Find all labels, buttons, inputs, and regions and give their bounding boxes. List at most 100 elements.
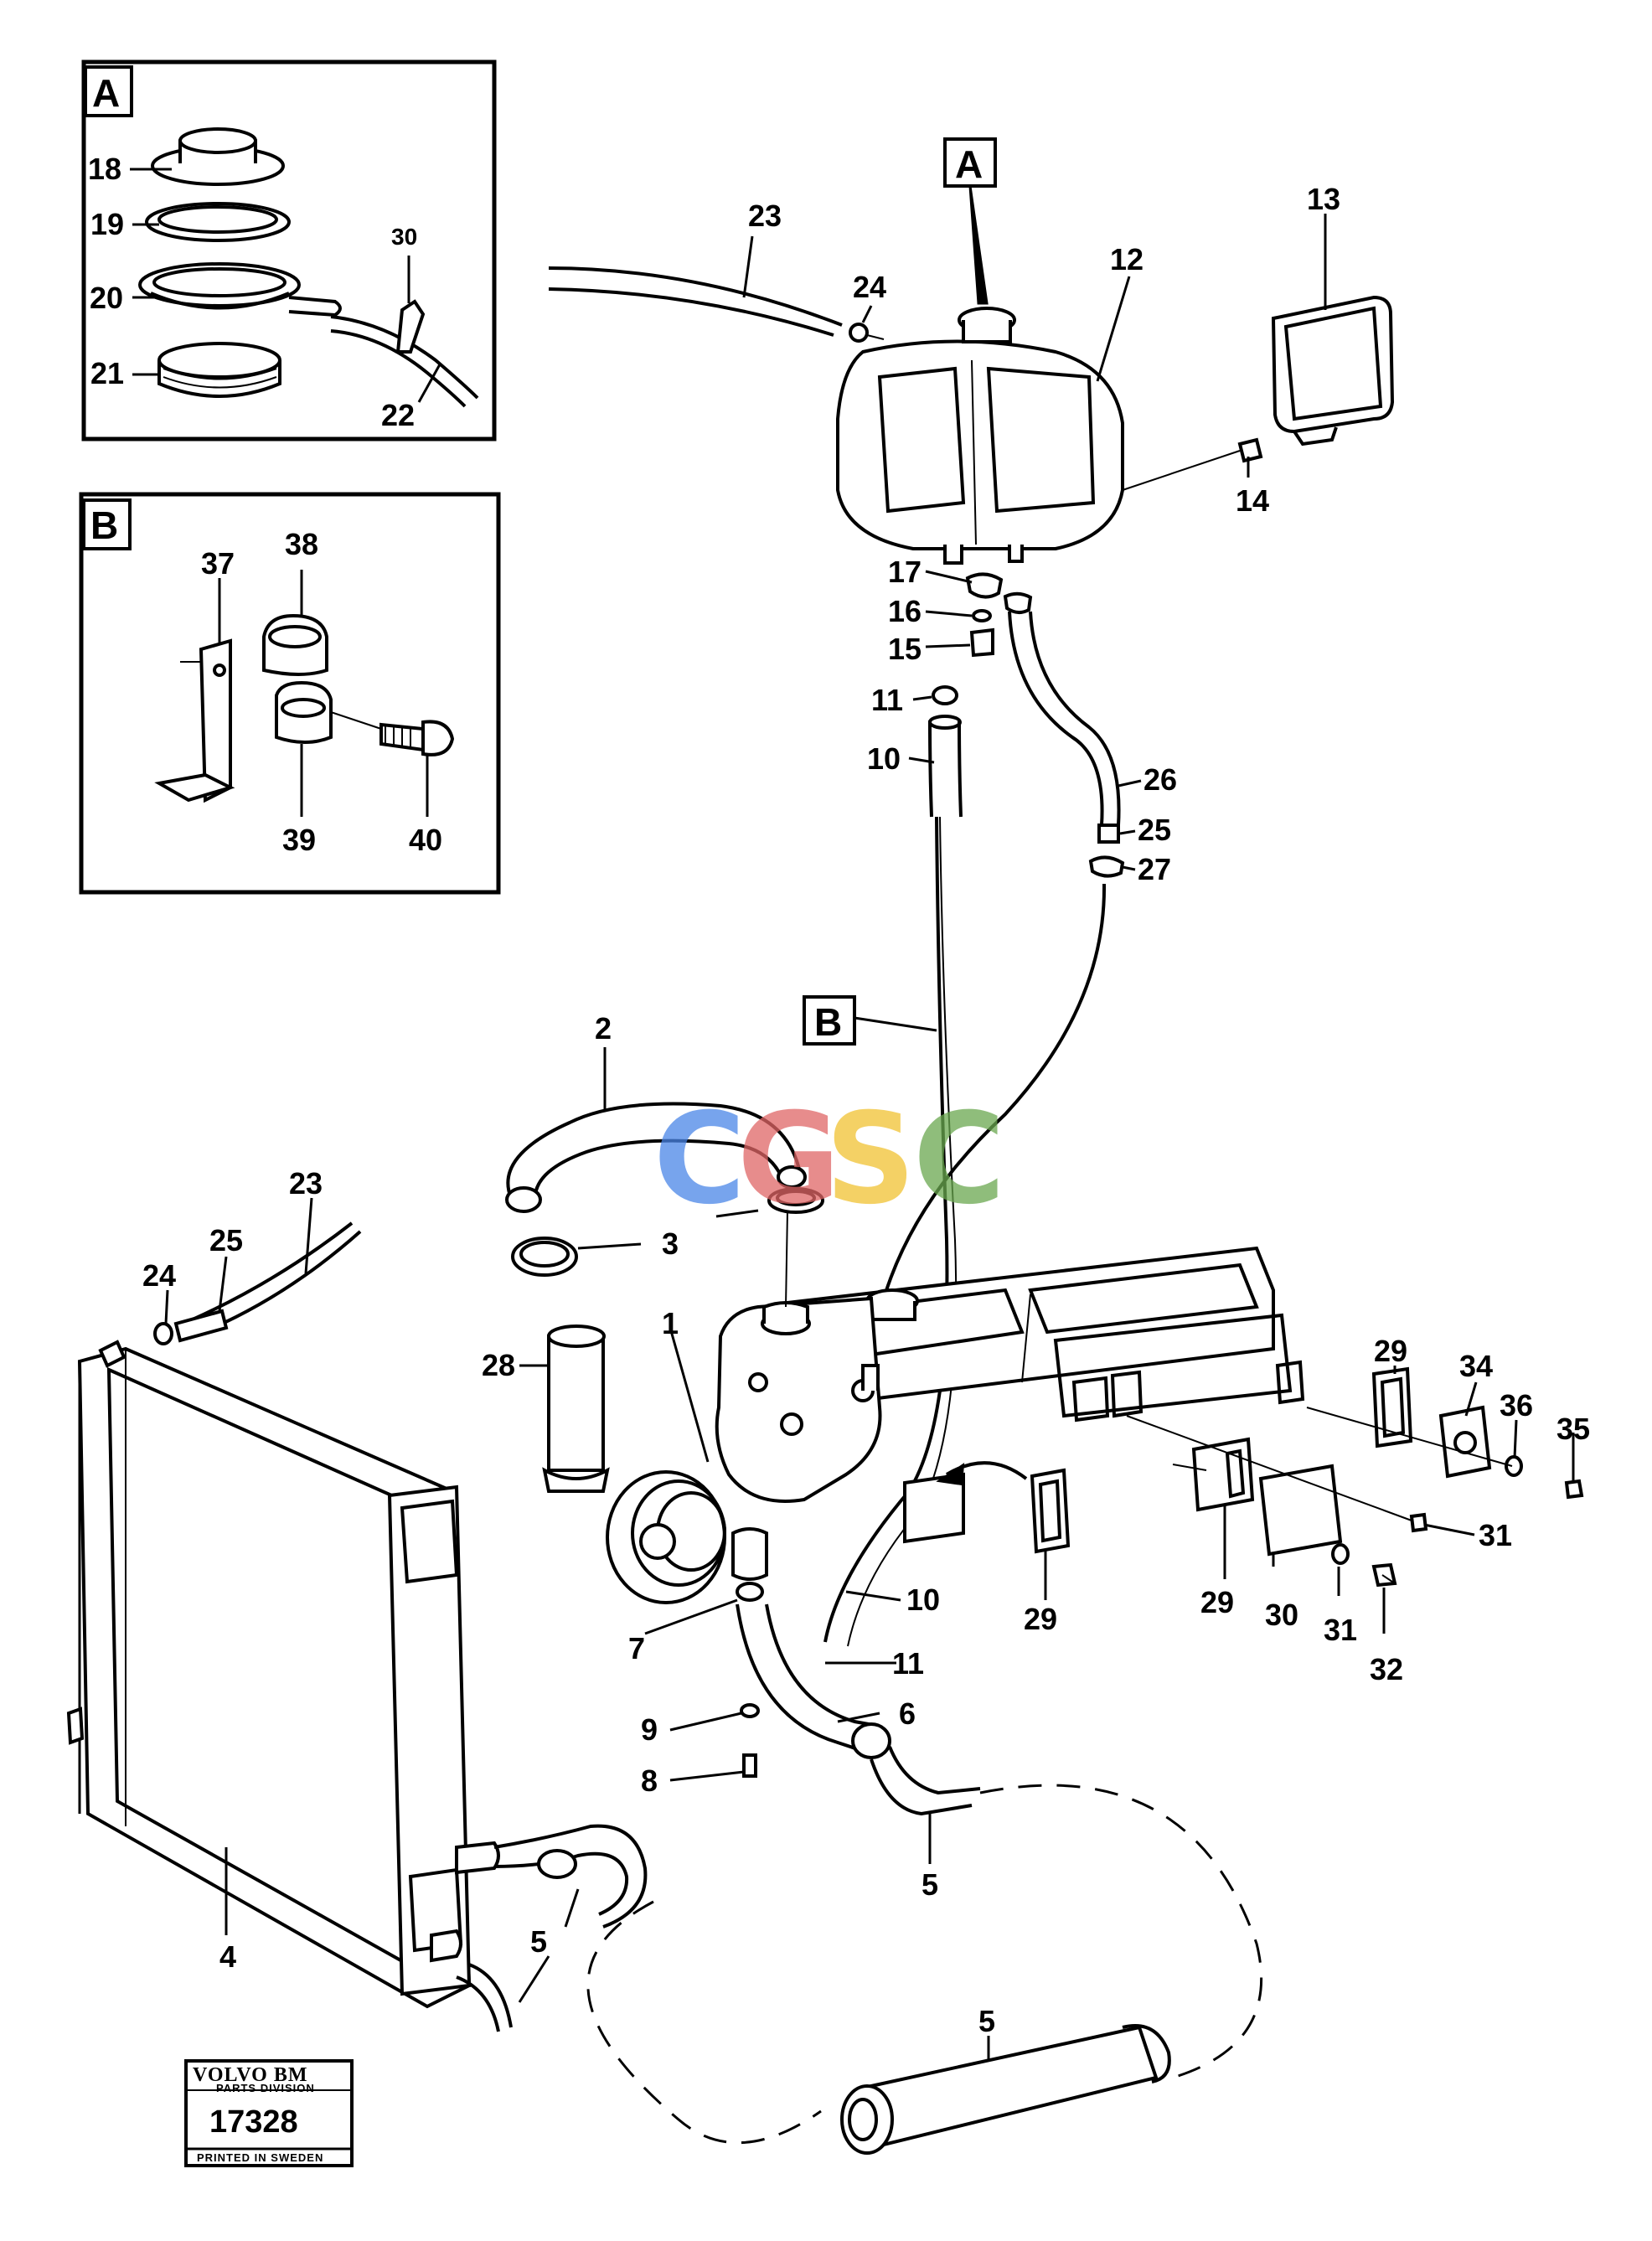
part-number-labels: 18 19 20 21 22 30 37 38 39 40 23 24 12 1… [88, 152, 1590, 2038]
screw-8 [742, 1753, 757, 1778]
expansion-tank-part [836, 307, 1124, 565]
label-12: 12 [1110, 242, 1143, 276]
watermark-letter-3: S [825, 1087, 916, 1232]
label-40: 40 [409, 823, 442, 857]
leader-lines [164, 214, 1575, 2061]
label-4: 4 [219, 1939, 236, 1974]
filler-cap-part [151, 127, 285, 186]
coolant-pipe-5 [840, 2024, 1171, 2155]
label-37: 37 [201, 546, 235, 581]
label-3: 3 [662, 1226, 679, 1261]
label-5-center: 5 [922, 1867, 938, 1902]
label-6: 6 [899, 1696, 916, 1731]
label-25-left: 25 [209, 1223, 243, 1257]
label-10-top: 10 [867, 741, 901, 776]
label-31-bottom: 31 [1324, 1613, 1357, 1647]
fan-pulley-part [606, 1470, 726, 1604]
overflow-hose-23-top [548, 266, 843, 337]
parts-division-stamp: VOLVO BM PARTS DIVISION 17328 PRINTED IN… [184, 2059, 354, 2167]
nut-14 [1237, 437, 1263, 463]
label-18: 18 [88, 152, 121, 186]
label-11-bottom: 11 [892, 1646, 924, 1681]
label-10-bottom: 10 [906, 1583, 940, 1617]
inset-a-filler-cap-detail: A [81, 59, 497, 441]
stamp-brand: VOLVO BM [193, 2064, 308, 2086]
tank-fittings [932, 572, 1033, 705]
hose-6 [736, 1603, 891, 1759]
bracket-part [154, 638, 235, 803]
label-36: 36 [1500, 1388, 1533, 1423]
radiator-hose-5 [456, 1824, 648, 2032]
label-21: 21 [90, 356, 124, 390]
filler-neck-part [138, 262, 342, 318]
label-13: 13 [1307, 182, 1340, 216]
label-8: 8 [641, 1763, 658, 1798]
screws-31-32-35-36 [1331, 1455, 1584, 1588]
radiator-4 [66, 1340, 500, 2009]
stamp-footer: PRINTED IN SWEDEN [197, 2151, 323, 2164]
inset-a-letter: A [92, 71, 120, 115]
tank-bracket-13 [1271, 295, 1395, 447]
stamp-division: PARTS DIVISION [216, 2082, 315, 2094]
label-5-left: 5 [530, 1924, 547, 1959]
label-24-left: 24 [142, 1258, 176, 1293]
label-30-inset: 30 [391, 224, 417, 250]
watermark-letter-4: C [913, 1087, 1005, 1232]
callout-a-letter: A [955, 142, 983, 186]
threaded-ring-part [157, 342, 281, 398]
watermark-letter-1: C [653, 1087, 746, 1232]
cylinder-head-part [786, 1246, 1305, 1423]
label-28: 28 [482, 1348, 515, 1382]
label-29-center: 29 [1024, 1602, 1057, 1636]
inset-b-letter: B [90, 503, 118, 547]
label-22: 22 [381, 398, 415, 432]
clamp-upper-part [262, 613, 328, 676]
bolt-part [330, 711, 455, 756]
label-1: 1 [662, 1306, 679, 1340]
bleed-line [870, 883, 1107, 1358]
hose-clamps-3 [511, 1187, 824, 1277]
label-31-right: 31 [1479, 1518, 1512, 1552]
hose-26 [1008, 611, 1125, 878]
label-5-bottom: 5 [978, 2004, 995, 2038]
label-16: 16 [888, 594, 922, 628]
label-7: 7 [628, 1631, 645, 1665]
callout-b: B [803, 995, 937, 1046]
hose-5-bottom [870, 1746, 981, 1816]
hose-route-dashed-lower [586, 1900, 822, 2145]
label-23-left: 23 [289, 1166, 323, 1201]
inset-b-hose-clamp-detail: B [79, 492, 501, 895]
washer-9 [740, 1703, 760, 1718]
label-27: 27 [1138, 852, 1171, 886]
label-38: 38 [285, 527, 318, 561]
hose-route-dashed [979, 1784, 1263, 2079]
stamp-number: 17328 [209, 2104, 298, 2140]
label-2: 2 [595, 1011, 612, 1046]
clamp-lower-part [275, 680, 333, 744]
callout-a: A [943, 137, 997, 305]
label-35: 35 [1556, 1412, 1590, 1446]
label-34: 34 [1459, 1349, 1493, 1383]
label-19: 19 [90, 207, 124, 241]
label-17: 17 [888, 555, 922, 589]
radiator-overflow-hose [153, 1221, 362, 1345]
watermark-logo: C G S C [653, 1087, 1005, 1232]
label-14: 14 [1236, 483, 1269, 518]
label-29-right: 29 [1374, 1334, 1407, 1368]
label-11-top: 11 [871, 683, 903, 717]
label-15: 15 [888, 632, 922, 666]
gaskets-29 [1030, 1366, 1413, 1554]
label-30: 30 [1265, 1598, 1298, 1632]
thermostat-element-28 [542, 1324, 610, 1493]
gasket-ring-part [145, 202, 291, 242]
covers-30-34 [1258, 1405, 1492, 1557]
label-20: 20 [90, 281, 123, 315]
label-29-pair: 29 [1200, 1585, 1234, 1619]
watermark-letter-2: G [737, 1087, 840, 1232]
hose-2 [505, 1102, 807, 1213]
label-26: 26 [1143, 762, 1177, 797]
label-39: 39 [282, 823, 316, 857]
label-25-right: 25 [1138, 813, 1171, 847]
label-24-top: 24 [853, 270, 886, 304]
